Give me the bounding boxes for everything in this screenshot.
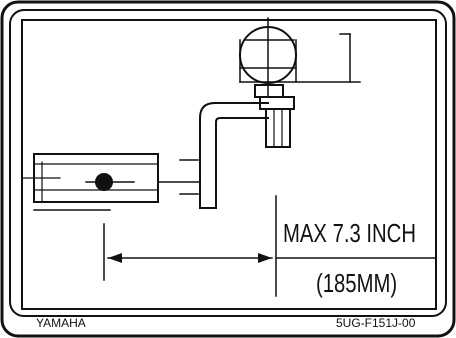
left-component: [21, 153, 201, 211]
drawing-box: [21, 19, 437, 310]
top-shaft: [239, 17, 361, 97]
maker-name: YAMAHA: [36, 316, 86, 330]
metric-dimension-label: (185MM): [316, 268, 398, 298]
dimension-lines: [103, 195, 437, 297]
part-code: 5UG-F151J-00: [336, 316, 416, 330]
inner-frame: [9, 9, 447, 317]
bolt: [254, 84, 295, 148]
bracket: [199, 102, 269, 209]
max-dimension-label: MAX 7.3 INCH: [283, 218, 416, 248]
